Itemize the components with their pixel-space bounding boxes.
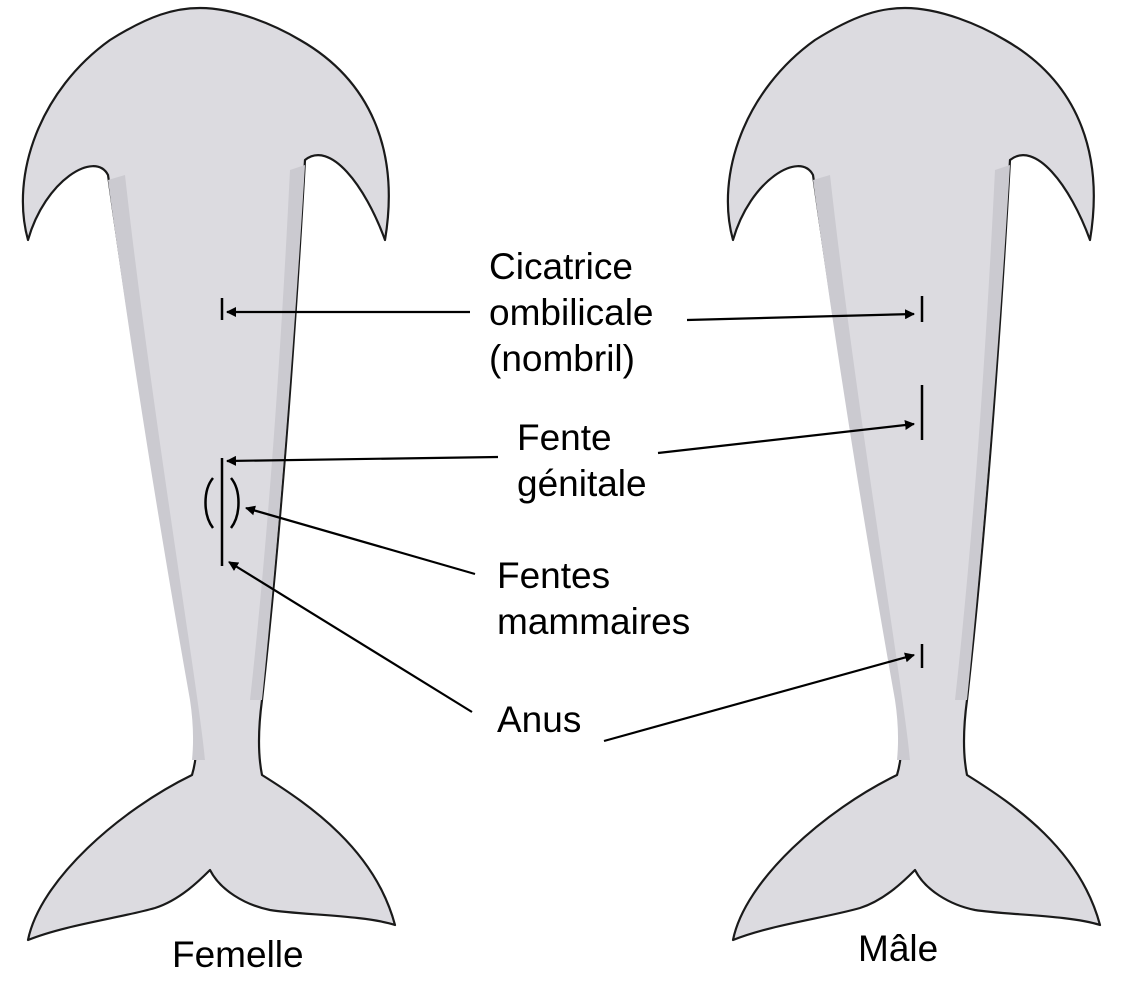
label-mammary: Fentes mammaires [497,553,690,645]
label-genital-line2: génitale [517,461,647,507]
caption-male: Mâle [858,928,938,970]
label-umbilical-line3: (nombril) [489,336,654,382]
label-mammary-line1: Fentes [497,553,690,599]
label-genital: Fente génitale [517,415,647,507]
label-mammary-line2: mammaires [497,599,690,645]
label-umbilical-line2: ombilicale [489,290,654,336]
label-umbilical: Cicatrice ombilicale (nombril) [489,244,654,382]
arrow-mammary [246,508,475,574]
female-dolphin [23,8,395,940]
caption-female: Femelle [172,934,304,976]
arrow-anus-male [604,655,914,741]
male-dolphin [728,8,1100,940]
label-genital-line1: Fente [517,415,647,461]
label-umbilical-line1: Cicatrice [489,244,654,290]
label-anus: Anus [497,697,581,743]
